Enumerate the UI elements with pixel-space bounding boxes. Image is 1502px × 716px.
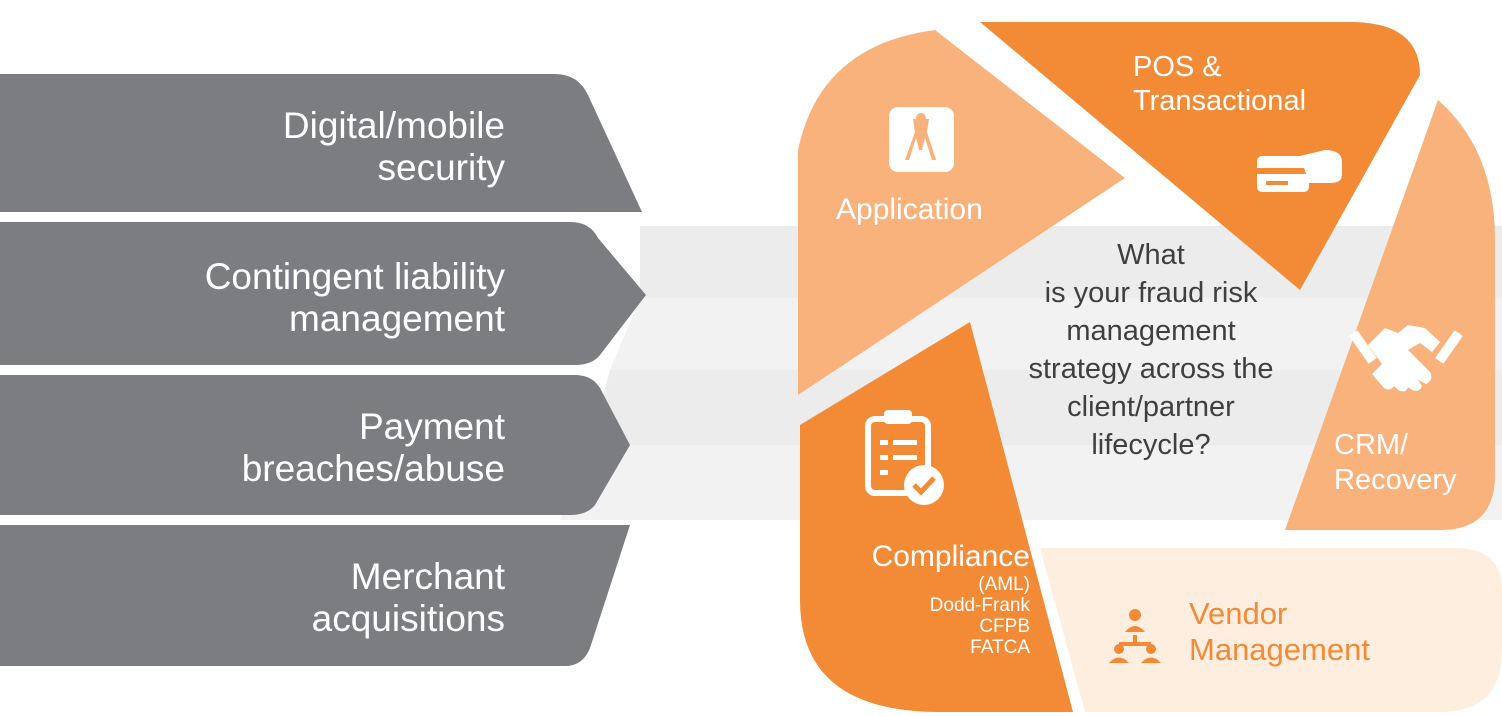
banner-payment-breaches <box>0 375 630 515</box>
center-question-line: strategy across the <box>1028 353 1274 385</box>
left-item-line2: acquisitions <box>311 598 505 639</box>
compliance-sub-dodd-frank: Dodd-Frank <box>929 595 1030 616</box>
left-item-digital-mobile: Digital/mobile security <box>140 105 505 189</box>
org-chart-icon <box>1109 609 1161 663</box>
compliance-sub-fatca: FATCA <box>970 637 1030 658</box>
left-item-line1: Merchant <box>350 556 505 597</box>
segment-label-vendor-line1: Vendor <box>1189 596 1288 631</box>
left-item-merchant-acquisitions: Merchant acquisitions <box>140 556 505 640</box>
left-item-line1: Payment <box>358 406 505 447</box>
left-item-contingent-liability: Contingent liability management <box>100 256 505 340</box>
segment-label-compliance: Compliance (AML) Dodd-Frank CFPB FATCA <box>810 540 1030 658</box>
segment-label-vendor-line2: Management <box>1189 632 1370 667</box>
center-question-line: lifecycle? <box>1091 429 1211 461</box>
segment-label-pos: POS & Transactional <box>1133 50 1306 118</box>
segment-label-vendor: Vendor Management <box>1189 596 1370 668</box>
segment-label-pos-line1: POS & <box>1133 51 1222 83</box>
compliance-title: Compliance <box>871 540 1030 573</box>
segment-label-pos-line2: Transactional <box>1133 85 1307 117</box>
left-item-payment-breaches: Payment breaches/abuse <box>140 406 505 490</box>
center-question-line: What <box>1117 239 1185 271</box>
banner-digital-mobile <box>0 74 642 212</box>
checklist-icon <box>865 410 944 505</box>
document-person-icon <box>889 107 954 172</box>
segment-crm-recovery <box>1285 100 1495 530</box>
compliance-sub-aml: (AML) <box>978 574 1030 595</box>
left-item-line2: security <box>377 147 505 188</box>
segment-label-crm: CRM/ Recovery <box>1334 428 1457 498</box>
center-question: What is your fraud risk management strat… <box>986 236 1316 464</box>
center-question-line: management <box>1066 315 1236 347</box>
segment-pos-transactional <box>980 22 1420 290</box>
banner-merchant-acquisitions <box>0 525 630 666</box>
left-item-line1: Contingent liability <box>204 256 505 297</box>
banner-contingent-liability <box>0 222 646 365</box>
segment-label-application: Application <box>836 193 983 226</box>
credit-card-icon <box>1257 150 1342 192</box>
left-item-line2: management <box>289 298 505 339</box>
compliance-sub-cfpb: CFPB <box>979 616 1030 637</box>
segment-application <box>798 30 1125 395</box>
segment-vendor-management <box>1040 548 1502 712</box>
left-item-line1: Digital/mobile <box>282 105 505 146</box>
center-question-line: client/partner <box>1067 391 1235 423</box>
segment-label-crm-line1: CRM/ <box>1334 429 1409 461</box>
funnel-band-4 <box>560 445 1502 520</box>
handshake-icon <box>1349 325 1463 392</box>
left-item-line2: breaches/abuse <box>241 448 505 489</box>
center-question-line: is your fraud risk <box>1044 277 1258 309</box>
segment-label-crm-line2: Recovery <box>1334 464 1457 496</box>
